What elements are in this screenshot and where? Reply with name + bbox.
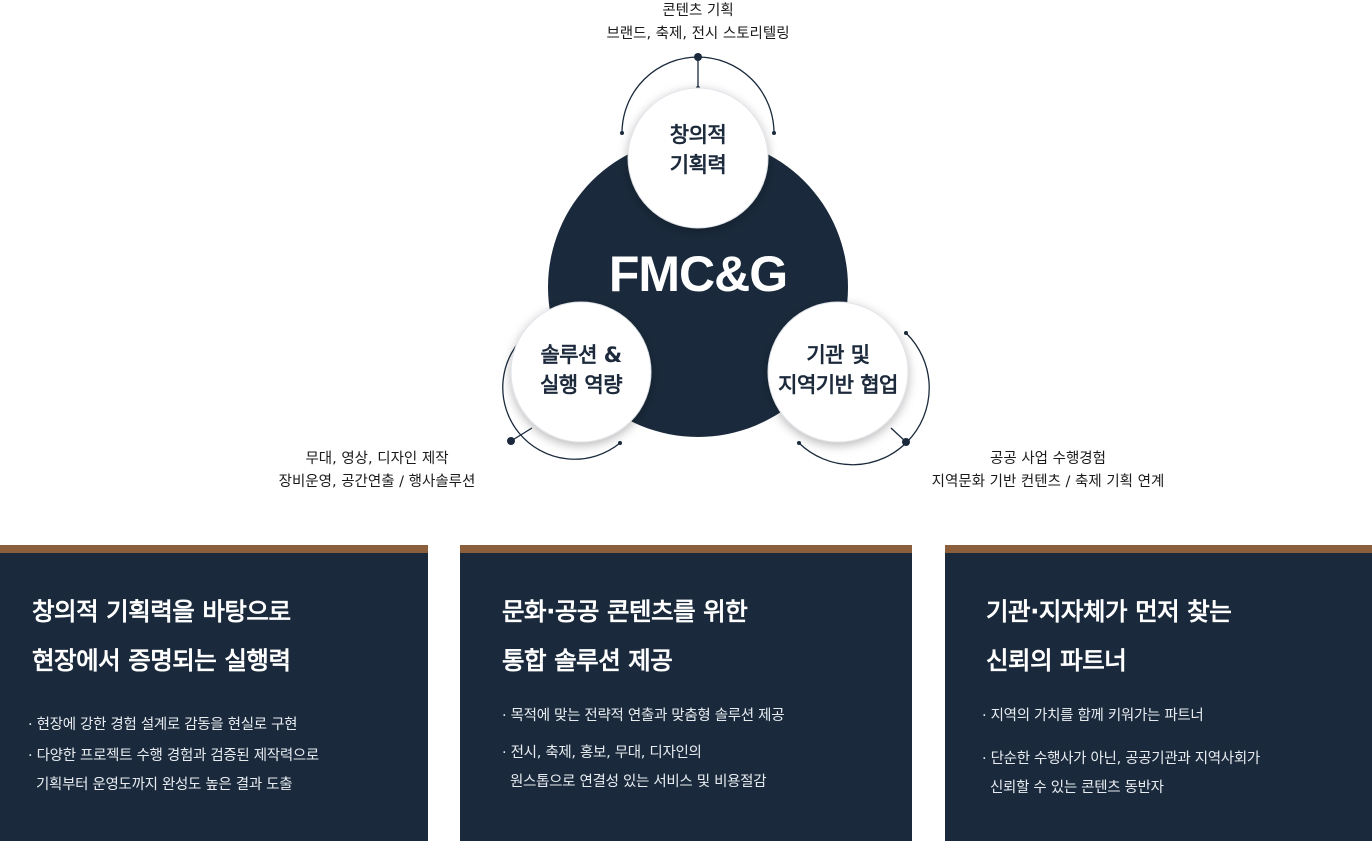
left-node-arc-outer <box>502 331 621 460</box>
card-points: · 현장에 강한 경험 설계로 감동을 현실로 구현 · 다양한 프로젝트 수행… <box>28 711 319 802</box>
caption-right: 공공 사업 수행경험 지역문화 기반 컨텐츠 / 축제 기획 연계 <box>888 448 1208 494</box>
feature-card-1: 창의적 기획력을 바탕으로 현장에서 증명되는 실행력 · 현장에 강한 경험 … <box>0 545 428 841</box>
node-right-line2: 지역기반 협업 <box>778 373 898 397</box>
capability-diagram: FMC&G 창의적 기획력 솔루션 & 실행 역량 기관 및 지역기반 협업 콘… <box>227 0 1208 494</box>
left-connector-dot <box>507 437 515 445</box>
card-title-line2: 신뢰의 파트너 <box>986 646 1127 675</box>
card-points: · 목적에 맞는 전략적 연출과 맞춤형 솔루션 제공 · 전시, 축제, 홍보… <box>502 702 785 799</box>
node-left-line2: 실행 역량 <box>539 373 623 397</box>
caption-right-line1: 공공 사업 수행경험 <box>990 451 1106 467</box>
card-point-text-cont: 원스톱으로 연결성 있는 서비스 및 비용절감 <box>510 774 767 790</box>
feature-card-2: 문화·공공 콘텐츠를 위한 통합 솔루션 제공 · 목적에 맞는 전략적 연출과… <box>460 545 912 841</box>
card-points: · 지역의 가치를 함께 키워가는 파트너 · 단순한 수행사가 아닌, 공공기… <box>982 702 1260 805</box>
node-right-line1: 기관 및 <box>806 343 870 367</box>
node-label-left: 솔루션 & 실행 역량 <box>511 340 651 400</box>
caption-left-line1: 무대, 영상, 디자인 제작 <box>305 451 449 467</box>
card-point-text: · 단순한 수행사가 아닌, 공공기관과 지역사회가 <box>982 751 1260 767</box>
card-point-text: · 전시, 축제, 홍보, 무대, 디자인의 <box>502 745 702 761</box>
node-circle-left <box>510 301 652 443</box>
card-point: · 다양한 프로젝트 수행 경험과 검증된 제작력으로 기획부터 운영도까지 완… <box>28 742 319 800</box>
card-title: 창의적 기획력을 바탕으로 현장에서 증명되는 실행력 <box>32 587 291 685</box>
card-point: · 목적에 맞는 전략적 연출과 맞춤형 솔루션 제공 <box>502 702 785 731</box>
node-top-line1: 창의적 <box>669 123 727 147</box>
card-title: 기관·지자체가 먼저 찾는 신뢰의 파트너 <box>986 587 1232 685</box>
card-title-line2: 현장에서 증명되는 실행력 <box>32 646 291 675</box>
caption-top-line1: 콘텐츠 기획 <box>662 3 734 19</box>
card-point: · 단순한 수행사가 아닌, 공공기관과 지역사회가 신뢰할 수 있는 콘텐츠 … <box>982 745 1260 803</box>
node-circle-top <box>627 87 769 229</box>
diagram-graphics <box>502 53 930 466</box>
caption-left-line2: 장비운영, 공간연출 / 행사솔루션 <box>278 474 476 490</box>
feature-card-3: 기관·지자체가 먼저 찾는 신뢰의 파트너 · 지역의 가치를 함께 키워가는 … <box>945 545 1372 841</box>
card-point: · 현장에 강한 경험 설계로 감동을 현실로 구현 <box>28 711 319 740</box>
card-point-text: · 다양한 프로젝트 수행 경험과 검증된 제작력으로 <box>28 748 319 764</box>
card-title-line1: 기관·지자체가 먼저 찾는 <box>986 597 1232 626</box>
caption-right-line2: 지역문화 기반 컨텐츠 / 축제 기획 연계 <box>931 474 1165 490</box>
top-connector-dot <box>694 53 702 61</box>
card-point: · 지역의 가치를 함께 키워가는 파트너 <box>982 702 1260 731</box>
caption-left: 무대, 영상, 디자인 제작 장비운영, 공간연출 / 행사솔루션 <box>227 448 527 494</box>
card-point-text: · 지역의 가치를 함께 키워가는 파트너 <box>982 708 1204 724</box>
node-label-right: 기관 및 지역기반 협업 <box>768 340 908 400</box>
card-title: 문화·공공 콘텐츠를 위한 통합 솔루션 제공 <box>502 587 748 685</box>
card-title-line1: 문화·공공 콘텐츠를 위한 <box>502 597 748 626</box>
card-title-line1: 창의적 기획력을 바탕으로 <box>32 597 291 626</box>
right-connector-dot <box>902 438 910 446</box>
node-top-line2: 기획력 <box>669 153 727 177</box>
card-point-text: · 목적에 맞는 전략적 연출과 맞춤형 솔루션 제공 <box>502 708 785 724</box>
card-point-text-cont: 신뢰할 수 있는 콘텐츠 동반자 <box>990 780 1164 796</box>
card-point-text: · 현장에 강한 경험 설계로 감동을 현실로 구현 <box>28 717 298 733</box>
node-circle-right <box>767 301 909 443</box>
card-point-text-cont: 기획부터 운영도까지 완성도 높은 결과 도출 <box>36 777 293 793</box>
node-label-top: 창의적 기획력 <box>628 120 768 180</box>
center-title: FMC&G <box>608 246 788 302</box>
caption-top-line2: 브랜드, 축제, 전시 스토리텔링 <box>606 26 790 42</box>
node-left-line1: 솔루션 & <box>540 343 622 367</box>
caption-top: 콘텐츠 기획 브랜드, 축제, 전시 스토리텔링 <box>548 0 848 46</box>
card-point: · 전시, 축제, 홍보, 무대, 디자인의 원스톱으로 연결성 있는 서비스 … <box>502 739 784 797</box>
card-title-line2: 통합 솔루션 제공 <box>502 646 673 675</box>
